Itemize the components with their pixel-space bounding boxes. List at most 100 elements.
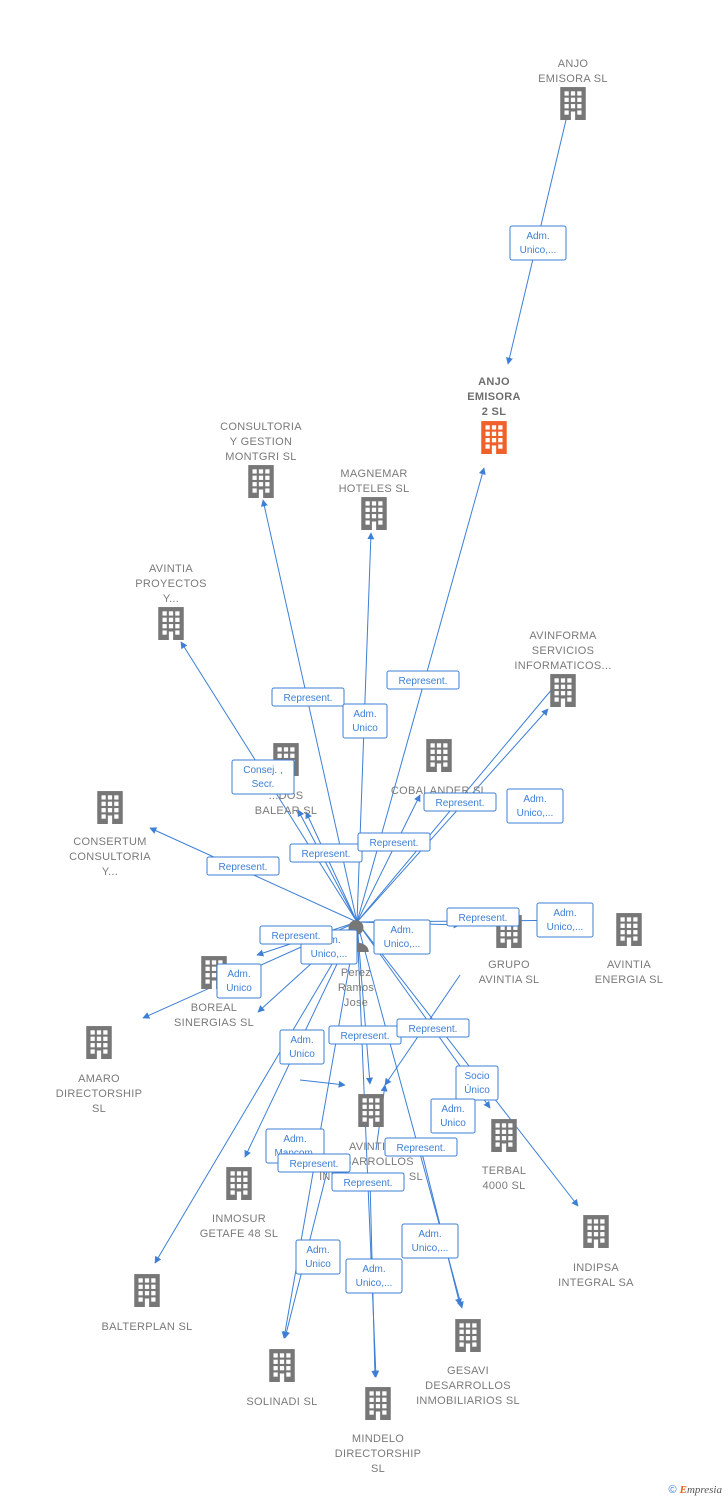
node-label: ENERGIA SL	[595, 974, 663, 986]
role-label: Represent.	[459, 913, 508, 924]
company-node[interactable]: CONSERTUMCONSULTORIAY...	[69, 791, 151, 878]
building-icon	[365, 1387, 391, 1420]
company-node[interactable]: AVINTIAPROYECTOSY...	[135, 563, 207, 640]
role-badge-box	[373, 919, 431, 955]
role-label: Represent.	[397, 1143, 446, 1154]
role-label: Represent.	[409, 1024, 458, 1035]
role-badge[interactable]: Adm.Unico,...	[536, 902, 594, 938]
role-label: Socio	[464, 1071, 489, 1082]
node-label: CONSULTORIA	[69, 851, 151, 863]
node-label: AVINTIA SL	[479, 974, 540, 986]
role-label: Secr.	[252, 779, 275, 790]
role-label: Consej. ,	[243, 765, 282, 776]
role-badge-box	[357, 832, 431, 852]
node-label: AVINTIA	[149, 563, 193, 575]
node-label: 2 SL	[482, 406, 506, 418]
role-badge-box	[430, 1098, 476, 1134]
role-badge[interactable]: Adm.Unico,...	[373, 919, 431, 955]
node-label: BALEAR SL	[255, 805, 318, 817]
role-badge[interactable]: Represent.	[446, 907, 520, 927]
role-badge-box	[506, 788, 564, 824]
role-label: Adm.	[390, 925, 413, 936]
building-icon	[97, 791, 123, 824]
node-label: AVINTIA	[349, 1141, 393, 1153]
node-label: EMISORA SL	[538, 73, 608, 85]
brand-footer: © Empresia	[668, 1484, 722, 1496]
building-icon	[226, 1167, 252, 1200]
role-badge-box	[295, 1239, 341, 1275]
building-icon	[158, 607, 184, 640]
relation-edge	[305, 811, 358, 923]
role-label: Único	[464, 1083, 490, 1096]
role-badge[interactable]: Represent.	[396, 1018, 470, 1038]
node-label: Ramos	[338, 982, 375, 994]
relation-edge	[299, 1079, 346, 1088]
node-label: Perez	[341, 967, 371, 979]
role-badge[interactable]: Represent.	[289, 843, 363, 863]
company-node[interactable]: BALTERPLAN SL	[101, 1274, 192, 1333]
role-badge-box	[342, 703, 388, 739]
building-icon	[134, 1274, 160, 1307]
role-badge[interactable]: Represent.	[277, 1153, 351, 1173]
role-badge[interactable]: Adm.Unico	[295, 1239, 341, 1275]
building-icon	[616, 913, 642, 946]
role-badge[interactable]: Represent.	[259, 925, 333, 945]
role-badge-box	[231, 759, 295, 795]
role-badge-box	[345, 1258, 403, 1294]
role-label: Represent.	[370, 838, 419, 849]
role-badge-box	[206, 856, 280, 876]
role-badge[interactable]: Represent.	[423, 792, 497, 812]
brand-name[interactable]: mpresia	[686, 1484, 722, 1496]
role-label: Unico,...	[356, 1278, 393, 1289]
role-badge[interactable]: Adm.Unico	[430, 1098, 476, 1134]
role-label: Represent.	[284, 693, 333, 704]
company-node[interactable]: AVINFORMASERVICIOSINFORMATICOS...	[514, 630, 611, 707]
role-badge[interactable]: Adm.Unico	[279, 1029, 325, 1065]
role-badge-box	[396, 1018, 470, 1038]
role-badge[interactable]: Adm.Unico,...	[401, 1223, 459, 1259]
role-badge[interactable]: Represent.	[328, 1025, 402, 1045]
role-badge[interactable]: Adm.Unico	[216, 963, 262, 999]
role-badge[interactable]: Represent.	[206, 856, 280, 876]
node-label: AVINFORMA	[529, 630, 597, 642]
role-badge-box	[271, 687, 345, 707]
role-badge[interactable]: Represent.	[384, 1137, 458, 1157]
node-label: DESARROLLOS	[425, 1380, 511, 1392]
company-node[interactable]: SOLINADI SL	[246, 1349, 317, 1408]
node-label: INMOBILIARIOS SL	[416, 1395, 520, 1407]
role-badge-box	[509, 225, 567, 261]
role-badge[interactable]: Represent.	[357, 832, 431, 852]
role-badge[interactable]: Adm.Unico,...	[506, 788, 564, 824]
role-badge[interactable]: Represent.	[331, 1172, 405, 1192]
role-badge[interactable]: Represent.	[386, 670, 460, 690]
role-label: Adm.	[362, 1264, 385, 1275]
relation-edge	[356, 921, 579, 1207]
role-badge[interactable]: Adm.Unico,...	[509, 225, 567, 261]
role-badge[interactable]: Adm.Unico	[342, 703, 388, 739]
copyright-icon: ©	[668, 1484, 677, 1496]
role-label: Represent.	[272, 931, 321, 942]
role-label: Adm.	[441, 1104, 464, 1115]
role-badge-box	[331, 1172, 405, 1192]
building-icon	[560, 87, 586, 120]
role-badge[interactable]: Consej. , Secr.	[231, 759, 295, 795]
building-icon	[86, 1026, 112, 1059]
role-badge[interactable]: Adm. Unico,...	[345, 1258, 403, 1294]
role-badge-box	[386, 670, 460, 690]
role-badge[interactable]: Represent.	[271, 687, 345, 707]
